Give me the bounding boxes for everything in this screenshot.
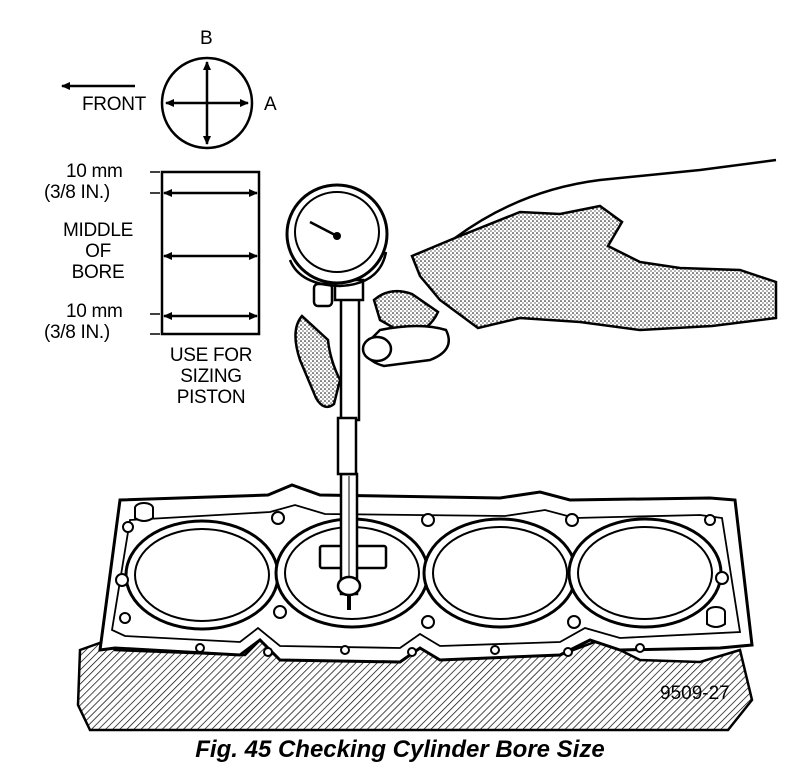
dial-gauge — [285, 183, 389, 476]
compass-diagram — [160, 56, 254, 150]
bore-gauge-probe — [318, 472, 388, 610]
bolt-holes — [115, 511, 729, 657]
middle-label-3: BORE — [71, 262, 125, 283]
upper-measure-mm: 10 mm — [66, 161, 123, 182]
figure-caption: Fig. 45 Checking Cylinder Bore Size — [195, 736, 605, 763]
lower-measure-in: (3/8 IN.) — [44, 322, 110, 343]
dowel-pin-left — [134, 502, 154, 522]
figure-number: 9509-27 — [660, 683, 730, 704]
bore-measurement-box — [150, 170, 261, 336]
cylinder-bore-4 — [567, 517, 723, 629]
gloved-hand — [294, 158, 778, 409]
cylinder-bore-3 — [422, 517, 578, 629]
compass-label-a: A — [264, 94, 277, 115]
compass-label-b: B — [200, 28, 213, 49]
piston-note-2: SIZING — [180, 366, 242, 387]
cylinder-bore-1 — [124, 519, 280, 631]
middle-label-1: MIDDLE — [63, 220, 133, 241]
upper-measure-in: (3/8 IN.) — [44, 182, 110, 203]
lower-measure-mm: 10 mm — [66, 301, 123, 322]
dowel-pin-right — [706, 606, 726, 628]
piston-note-1: USE FOR — [169, 345, 253, 366]
piston-note-3: PISTON — [176, 387, 246, 408]
middle-label-2: OF — [85, 241, 111, 262]
front-label: FRONT — [82, 94, 146, 115]
